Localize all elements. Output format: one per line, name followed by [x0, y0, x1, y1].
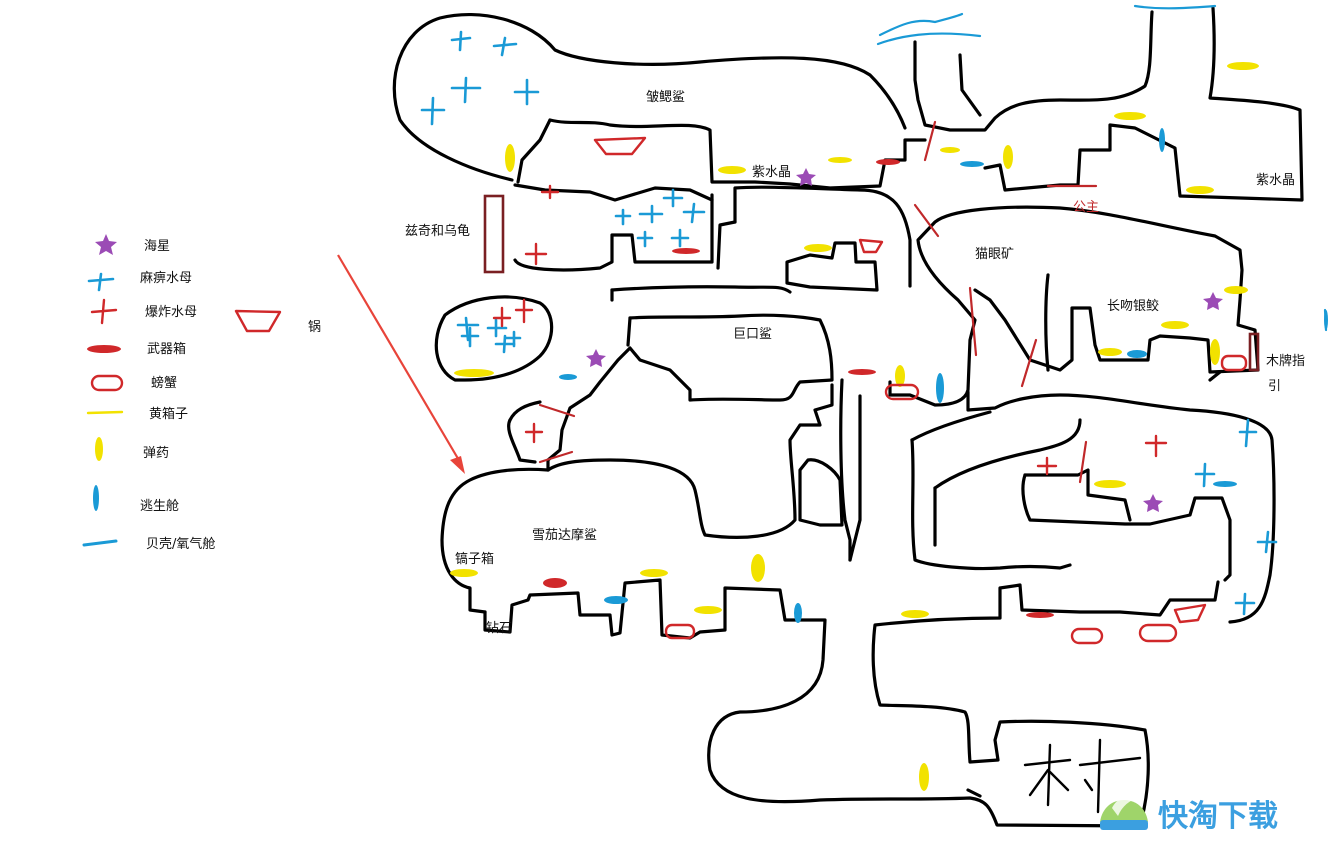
legend-pot: 锅	[234, 309, 321, 335]
label-wooden-sign-a: 木牌指	[1266, 353, 1305, 369]
legend: 海星 麻痹水母 爆炸水母 武器箱 螃蟹 黄箱子 弹药 逃生舱	[82, 234, 321, 552]
yellow-boxes	[450, 62, 1259, 618]
legend-pot-label: 锅	[308, 319, 321, 335]
legend-ammo: 弹药	[95, 437, 169, 461]
label-cigar-shark: 雪茄达摩鲨	[532, 527, 597, 543]
shell-icon	[82, 539, 118, 547]
ammo-markers	[505, 144, 1220, 791]
legend-escape-pod-label: 逃生舱	[140, 499, 179, 514]
label-cats-eye-mine: 猫眼矿	[975, 247, 1014, 262]
label-purple-crystal-1: 紫水晶	[752, 165, 791, 180]
legend-yellow-box-label: 黄箱子	[149, 406, 188, 422]
label-wooden-sign-b: 引	[1268, 379, 1281, 394]
legend-weapon-box-label: 武器箱	[147, 341, 186, 357]
legend-starfish-label: 海星	[144, 239, 170, 254]
legend-paralysis-jellyfish-label: 麻痹水母	[140, 270, 192, 286]
wooden-crate	[483, 194, 1260, 372]
legend-shell-oxygen-label: 贝壳/氧气舱	[146, 536, 215, 552]
label-purple-crystal-2: 紫水晶	[1256, 173, 1295, 188]
legend-crab: 螃蟹	[90, 374, 177, 392]
escape-pod-icon	[93, 485, 99, 511]
map-labels: 皱鳃鲨 紫水晶 紫水晶 公主 兹奇和乌龟 猫眼矿 长吻银鲛 巨口鲨 木牌指 引 …	[405, 89, 1305, 636]
legend-crab-label: 螃蟹	[151, 375, 177, 391]
pot-icon	[234, 309, 282, 333]
legend-shell-oxygen: 贝壳/氧气舱	[82, 536, 215, 552]
legend-yellow-box: 黄箱子	[86, 406, 188, 422]
legend-explosive-jellyfish: 爆炸水母	[90, 298, 197, 325]
legend-escape-pod: 逃生舱	[93, 485, 179, 514]
label-longnose-fish: 长吻银鲛	[1107, 299, 1159, 314]
red-cross-icon	[90, 298, 118, 325]
watermark-text: 快淘下载	[1158, 799, 1278, 834]
legend-ammo-label: 弹药	[143, 446, 169, 461]
label-diamond: 钻石	[486, 621, 512, 636]
label-princess: 公主	[1073, 200, 1099, 215]
paralysis-jellyfish-markers	[420, 30, 1278, 616]
label-zooki-turtle: 兹奇和乌龟	[405, 223, 470, 239]
yellow-box-icon	[86, 410, 124, 415]
escape-pod-markers	[794, 128, 1328, 623]
label-frilled-shark: 皱鳃鲨	[646, 89, 685, 105]
legend-paralysis-jellyfish: 麻痹水母	[87, 270, 192, 292]
starfish-markers	[586, 168, 1223, 512]
label-megamouth: 巨口鲨	[733, 327, 772, 342]
barrier-lines	[538, 120, 1098, 484]
explosive-jellyfish-markers	[492, 184, 1168, 476]
crab-markers	[664, 354, 1248, 645]
legend-starfish: 海星	[95, 234, 170, 255]
crab-icon	[90, 374, 124, 392]
pot-markers	[593, 136, 1207, 624]
weapon-box-markers	[543, 159, 1054, 618]
village-scribble	[1023, 738, 1142, 814]
legend-weapon-box: 武器箱	[87, 341, 186, 357]
cave-walls	[392, 6, 1304, 828]
label-pickaxe-box: 镐子箱	[455, 551, 494, 567]
weapon-box-icon	[87, 345, 121, 353]
watermark-logo-icon	[1100, 796, 1148, 830]
shell-markers	[559, 161, 1237, 604]
water-surface	[876, 4, 1328, 332]
direction-arrow	[337, 254, 465, 474]
legend-explosive-jellyfish-label: 爆炸水母	[145, 305, 197, 320]
blue-cross-icon	[87, 272, 115, 292]
watermark: 快淘下载	[1100, 796, 1278, 834]
starfish-icon	[95, 234, 117, 255]
ammo-icon	[95, 437, 103, 461]
